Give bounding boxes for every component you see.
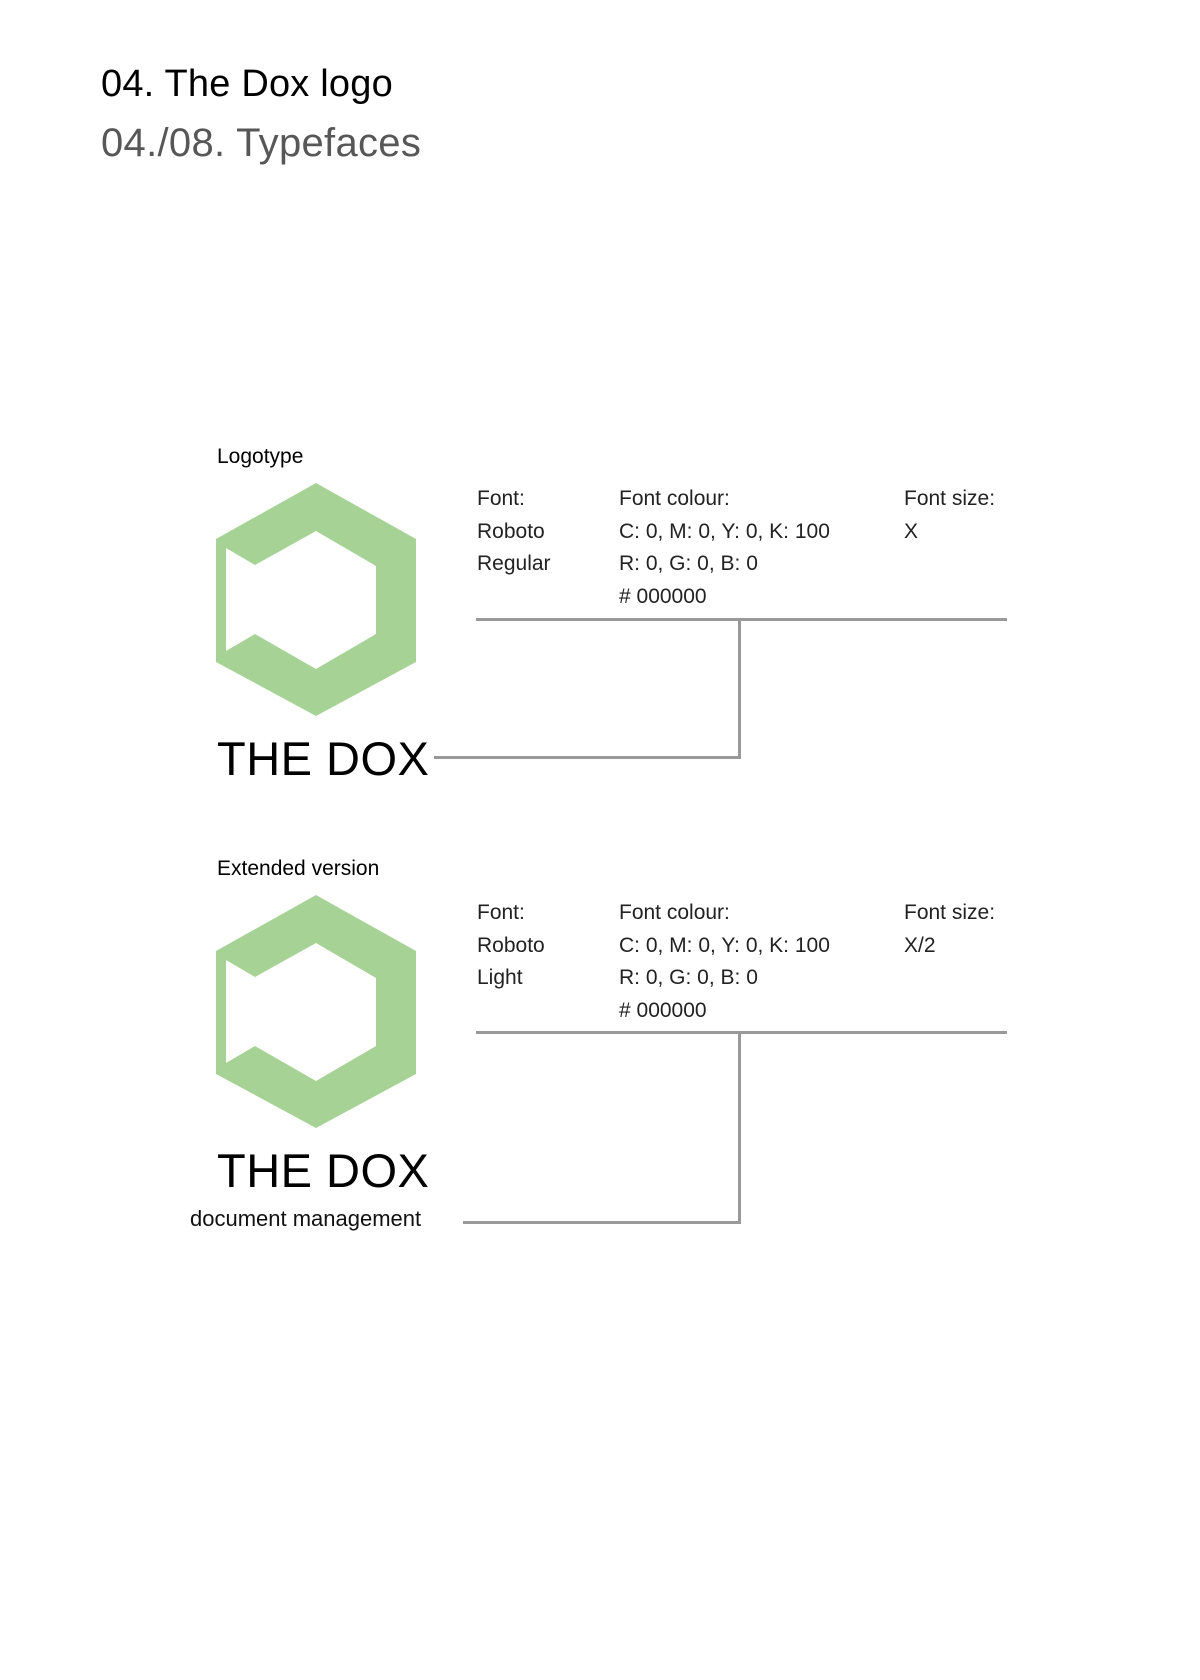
font-spec-column: Font: Roboto Light <box>477 897 545 995</box>
size-heading: Font size: <box>904 901 996 924</box>
size-heading: Font size: <box>904 487 996 510</box>
connector-vertical-line <box>738 618 741 759</box>
wordmark: THE DOX <box>217 1144 430 1197</box>
colour-cmyk: C: 0, M: 0, Y: 0, K: 100 <box>619 933 830 957</box>
font-name: Roboto <box>477 933 545 957</box>
colour-hex: # 000000 <box>619 584 707 608</box>
font-spec-column: Font: Roboto Regular <box>477 483 551 581</box>
tagline: document management <box>190 1206 422 1231</box>
font-colour-column: Font colour: C: 0, M: 0, Y: 0, K: 100 R:… <box>619 483 830 613</box>
spec-divider-line <box>476 618 1007 621</box>
connector-horizontal-line <box>434 756 741 759</box>
connector-vertical-line <box>738 1031 741 1224</box>
hexagon-logo-icon <box>216 895 416 1128</box>
colour-cmyk: C: 0, M: 0, Y: 0, K: 100 <box>619 519 830 543</box>
font-size-column: Font size: X <box>904 483 995 548</box>
size-value: X/2 <box>904 933 936 957</box>
font-colour-column: Font colour: C: 0, M: 0, Y: 0, K: 100 R:… <box>619 897 830 1027</box>
size-value: X <box>904 519 919 543</box>
colour-heading: Font colour: <box>619 901 730 924</box>
wordmark: THE DOX <box>217 732 430 785</box>
colour-hex: # 000000 <box>619 998 707 1022</box>
hexagon-logo-icon <box>216 483 416 716</box>
colour-rgb: R: 0, G: 0, B: 0 <box>619 552 758 575</box>
colour-heading: Font colour: <box>619 487 730 510</box>
spec-divider-line <box>476 1031 1007 1034</box>
section-label-extended-version: Extended version <box>217 857 380 880</box>
font-name: Roboto <box>477 519 545 543</box>
font-weight: Light <box>477 966 523 989</box>
section-label-logotype: Logotype <box>217 445 304 468</box>
connector-horizontal-line <box>463 1221 741 1224</box>
page-title: 04. The Dox logo <box>101 63 393 105</box>
font-weight: Regular <box>477 552 551 575</box>
font-heading: Font: <box>477 487 525 510</box>
font-heading: Font: <box>477 901 525 924</box>
colour-rgb: R: 0, G: 0, B: 0 <box>619 966 758 989</box>
font-size-column: Font size: X/2 <box>904 897 995 962</box>
page-subtitle: 04./08. Typefaces <box>101 121 422 165</box>
